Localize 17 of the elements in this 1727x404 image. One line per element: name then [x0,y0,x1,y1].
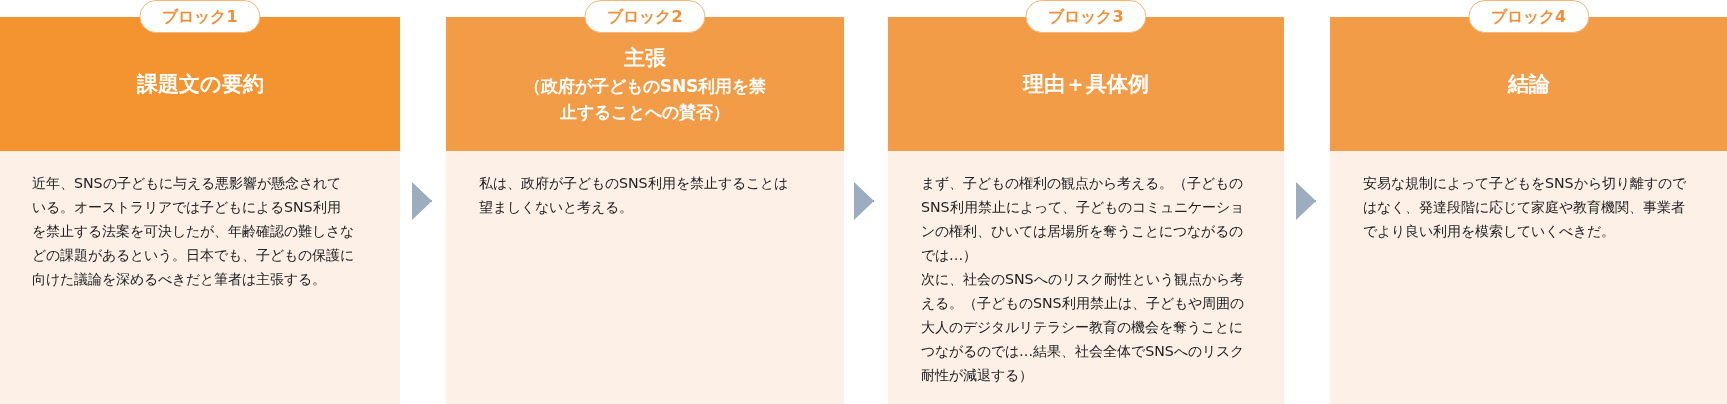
card-subheading: （政府が子どものSNS利用を禁止することへの賛否） [522,75,768,124]
card-text: 次に、社会のSNSへのリスク耐性という観点から考える。（子どものSNS利用禁止は、子どもや周囲の大人のデジタルリテラシー教育の機会を奪うことにつながるのでは…結果、社会全体でSNSへのリスク耐性が減退する） [921,270,1245,385]
card-text: 安易な規制によって子どもをSNSから切り離すのではなく、発達段階に応じて家庭や教育機関、事業者でより良い利用を模索していくべきだ。 [1363,174,1687,241]
step-badge: ブロック2 [584,0,706,33]
card-heading: 課題文の要約 [136,71,264,98]
arrow [411,182,433,220]
card-text: 近年、SNSの子どもに与える悪影響が懸念されている。オーストラリアでは子どもによるSNS利用を禁止する法案を可決したが、年齢確認の難しさなどの課題があるという。日本でも、子どもの保護に向けた議論を深めるべきだと筆者は主張する。 [32,174,354,289]
step-badge: ブロック1 [139,0,261,33]
card-text: 私は、政府が子どものSNS利用を禁止することは望ましくないと考える。 [479,174,789,217]
card-heading: 主張 [624,45,666,72]
arrow [854,182,875,220]
step-badge: ブロック3 [1025,0,1147,33]
step-badge: ブロック4 [1467,0,1590,33]
card-heading: 理由＋具体例 [1023,71,1149,98]
card-heading: 結論 [1507,71,1550,98]
card-text: まず、子どもの権利の観点から考える。（子どものSNS利用禁止によって、子どものコミュニケーションの権利、ひいては居場所を奪うことにつながるのでは…） [921,174,1245,265]
arrow [1295,182,1317,220]
